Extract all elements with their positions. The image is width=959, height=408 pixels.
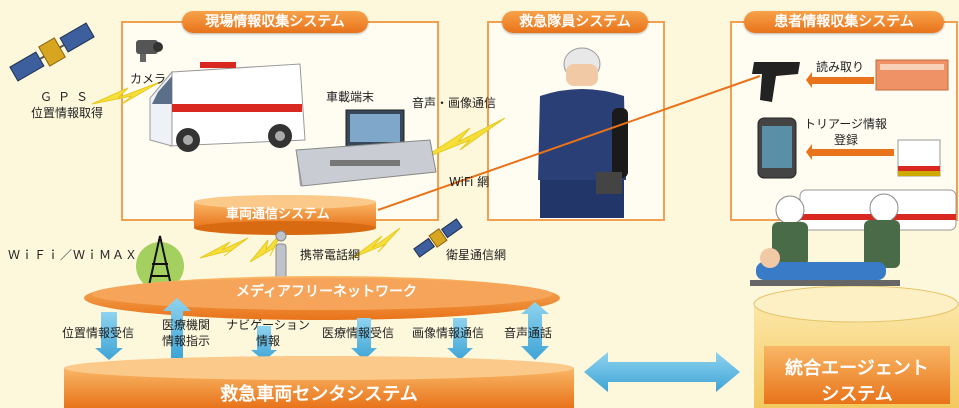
lightning-bolts <box>91 81 506 263</box>
flow-label-3a: ナビゲーション <box>226 318 310 332</box>
wifi-wimax-label: ＷｉＦｉ／ＷｉＭＡＸ <box>8 248 139 262</box>
emt-person-icon <box>538 47 628 218</box>
flow-label-2b: 情報指示 <box>161 334 210 348</box>
media-free-label: メディアフリーネットワーク <box>236 284 418 300</box>
rescue-scene-icon <box>750 189 957 286</box>
cell-net-label: 携帯電話網 <box>300 248 361 262</box>
double-arrow <box>584 352 740 392</box>
gps-location-label: 位置情報取得 <box>30 106 103 120</box>
terminal-label: 車載端末 <box>326 90 375 104</box>
field-info-title: 現場情報収集システム <box>182 11 368 33</box>
vehicle-comm-cylinder <box>194 195 376 235</box>
wifi-link-line <box>377 75 761 211</box>
radio-tower-icon <box>136 235 184 291</box>
agent-system-label-1: 統合エージェント <box>785 358 929 379</box>
voice-image-label: 音声・画像通信 <box>412 96 497 110</box>
emt-title: 救急隊員システム <box>502 11 648 33</box>
triage-tag-icon <box>897 139 941 177</box>
comm-satellite-icon <box>413 218 463 258</box>
smartphone-icon <box>757 117 797 179</box>
card-reader-icon <box>752 59 949 102</box>
flow-label-6: 音声通話 <box>504 326 553 340</box>
onboard-terminal-icon <box>295 109 437 187</box>
gps-label: ＧＰＳ <box>39 90 94 104</box>
read-label: 読み取り <box>816 60 865 74</box>
camera-icon <box>136 40 163 62</box>
wifi-net-label: WiFi 網 <box>449 175 490 189</box>
flow-label-3b: 情報 <box>255 334 280 348</box>
gps-satellite-icon <box>9 22 95 82</box>
agent-system-label-2: システム <box>821 384 893 405</box>
camera-label: カメラ <box>130 72 167 86</box>
sat-net-label: 衛星通信網 <box>446 248 507 262</box>
flow-label-5: 画像情報通信 <box>412 326 485 340</box>
patient-arrows <box>806 72 894 160</box>
flow-label-4: 医療情報受信 <box>322 326 395 340</box>
flow-label-2a: 医療機関 <box>161 318 210 332</box>
register-label: 登録 <box>833 133 858 147</box>
media-free-network <box>84 276 560 320</box>
flow-label-1: 位置情報受信 <box>62 326 135 340</box>
patient-info-title: 患者情報収集システム <box>744 11 944 33</box>
agent-system-cylinder <box>753 285 959 408</box>
center-system-label: 救急車両センタシステム <box>220 384 418 405</box>
center-system-cylinder <box>64 356 574 408</box>
cell-antenna-icon <box>275 230 287 281</box>
flow-arrows <box>95 298 549 361</box>
triage-label: トリアージ情報 <box>804 117 888 131</box>
ambulance-icon <box>149 62 306 152</box>
vehicle-comm-label: 車両通信システム <box>226 207 330 222</box>
